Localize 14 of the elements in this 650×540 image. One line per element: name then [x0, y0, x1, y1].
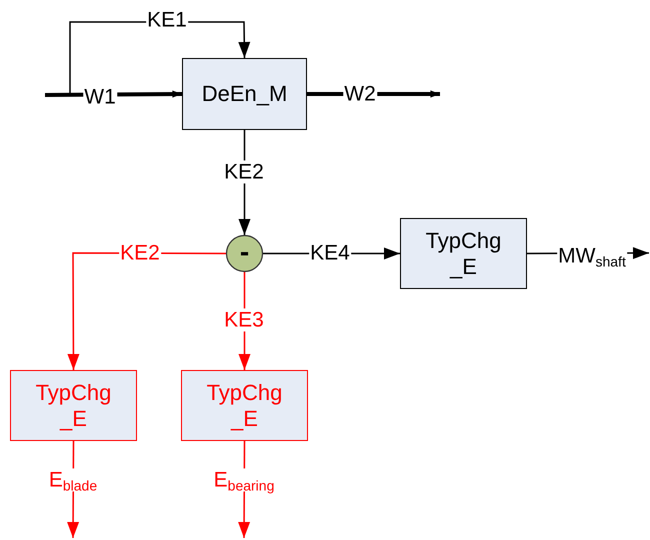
edge-label: KE2 [223, 160, 265, 184]
box-label: TypChg _E [424, 228, 502, 279]
box-label: DeEn_M [202, 81, 288, 107]
process-box [400, 218, 527, 289]
process-box [10, 370, 137, 441]
process-box [181, 370, 308, 441]
summing-junction [226, 235, 263, 272]
operator-sign: - [240, 238, 250, 266]
box-label: TypChg _E [206, 380, 284, 431]
edge-label: E$_{bearing}$ [212, 468, 276, 492]
edge-label: KE3 [223, 308, 265, 332]
box-label: TypChg _E [34, 380, 112, 431]
process-box [182, 58, 307, 130]
edge-label: E$_{blade}$ [48, 468, 98, 492]
